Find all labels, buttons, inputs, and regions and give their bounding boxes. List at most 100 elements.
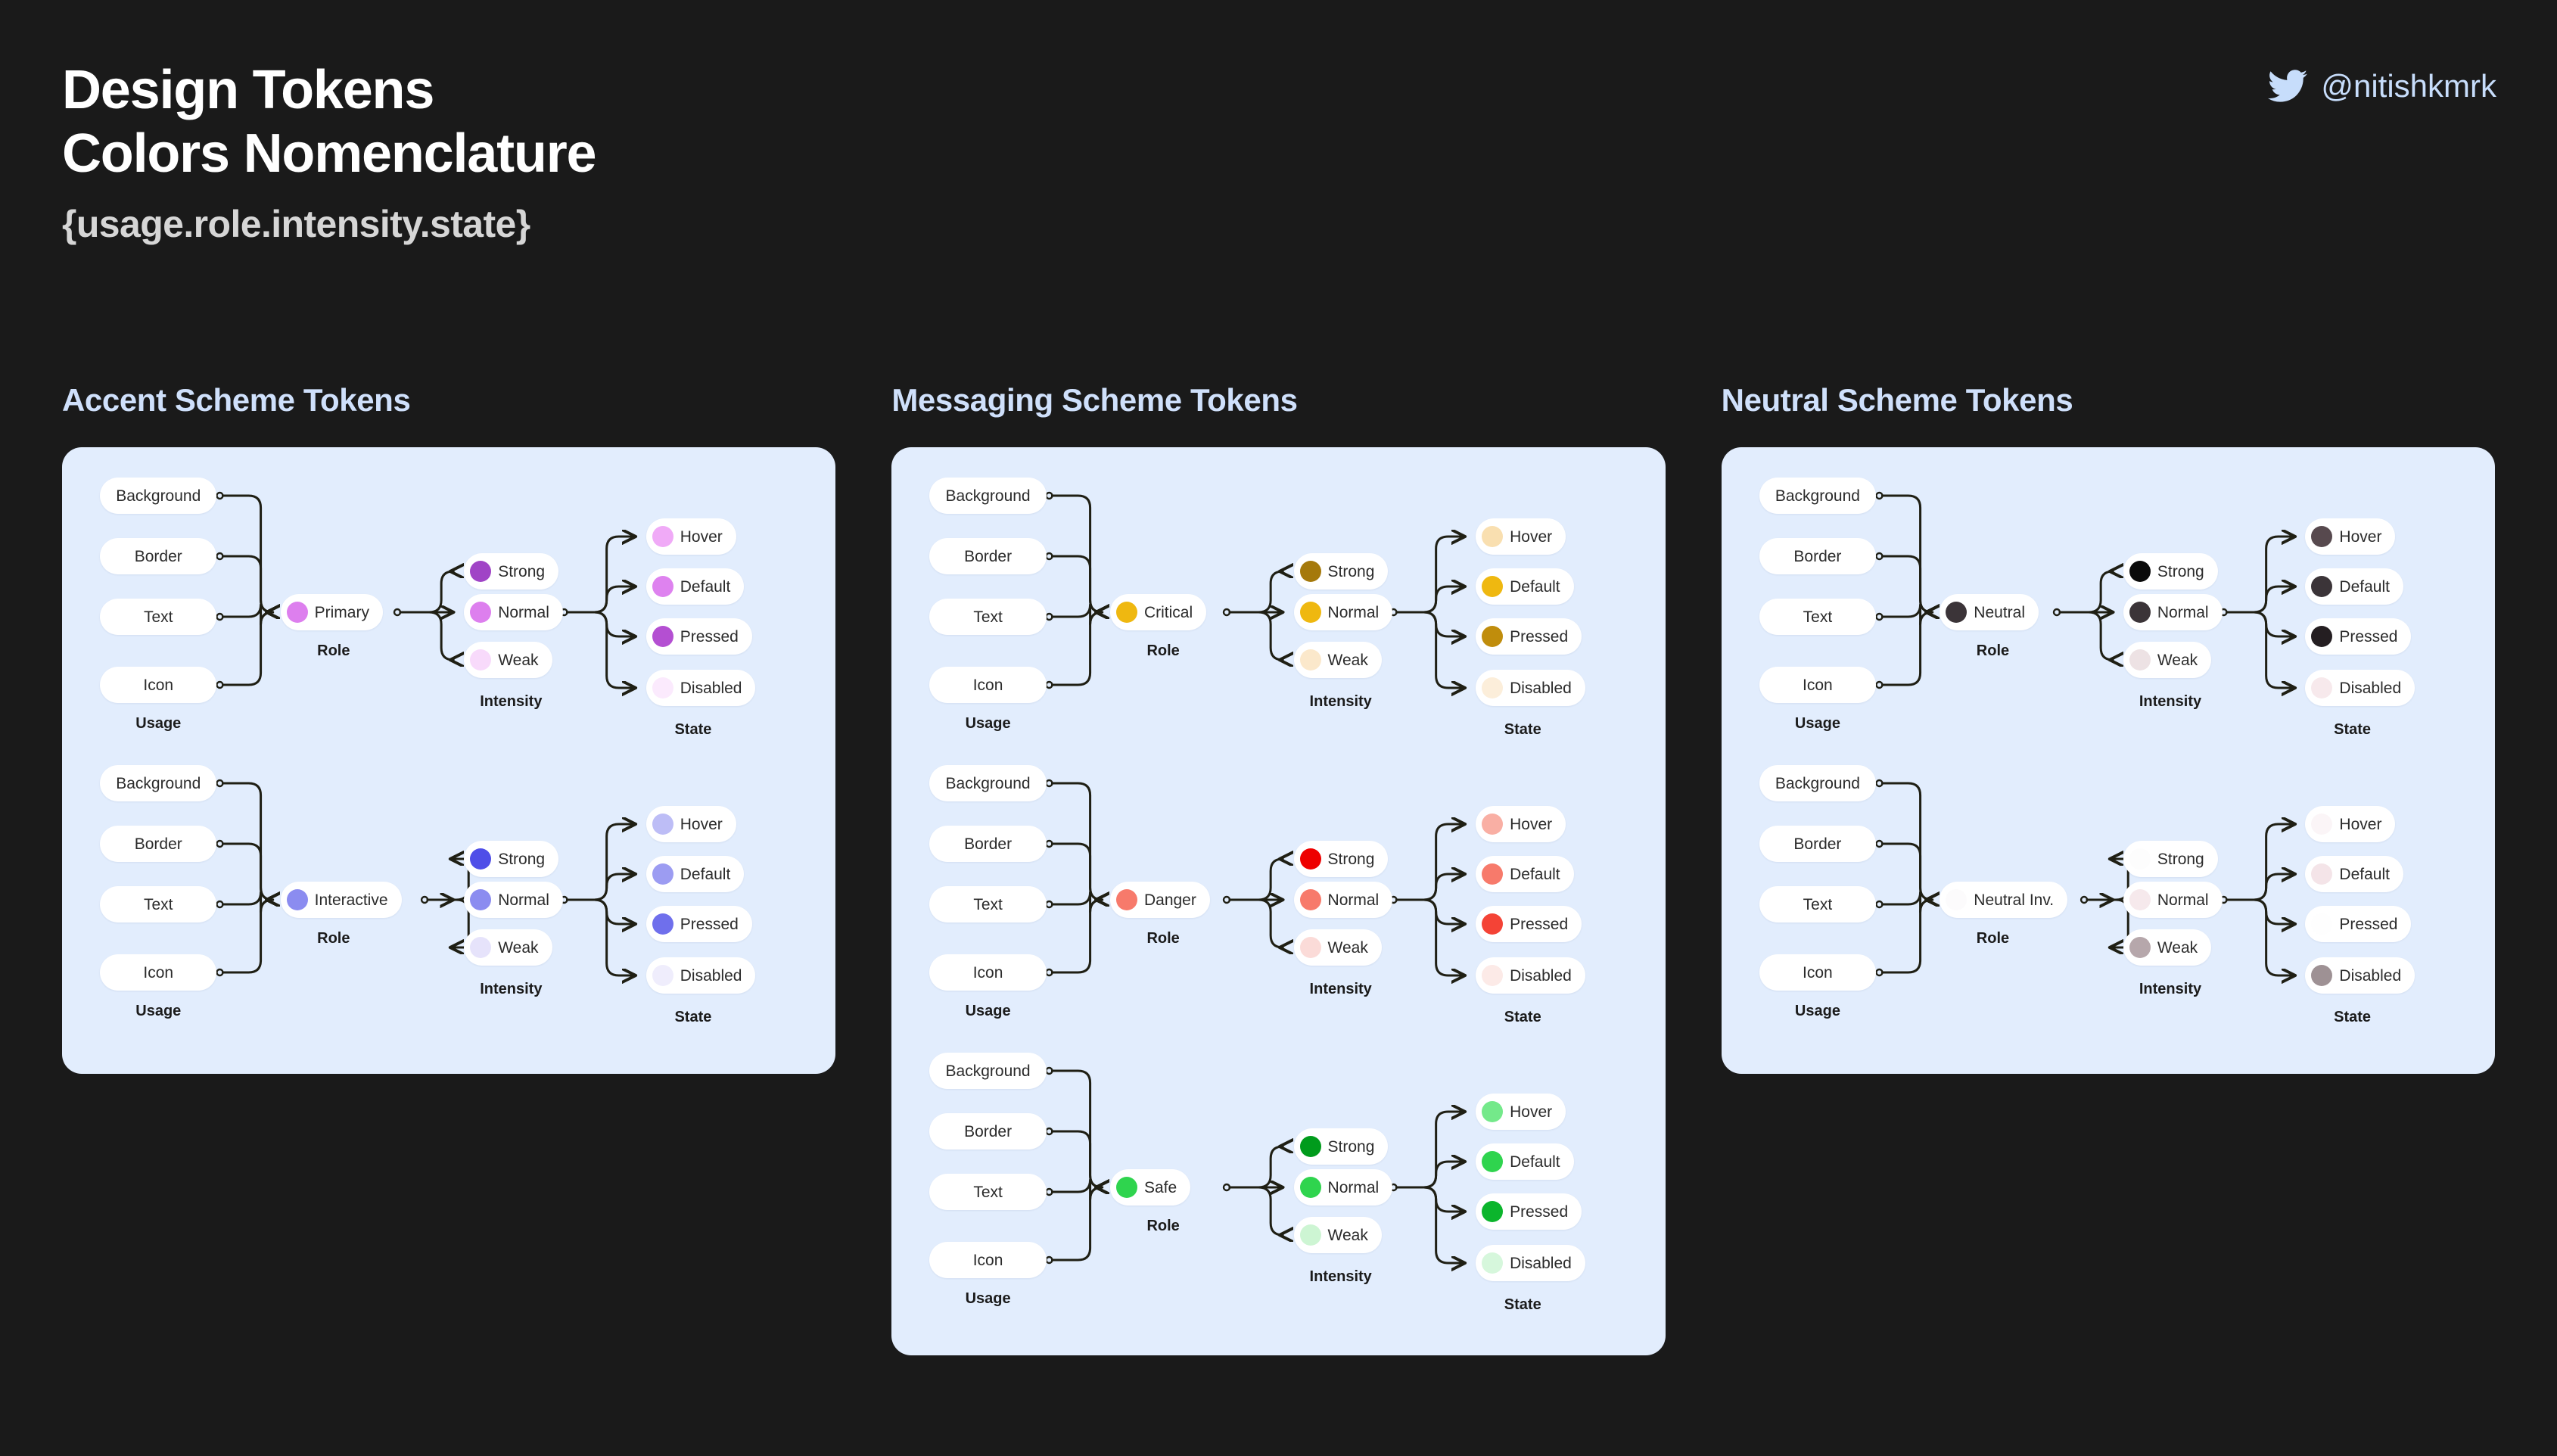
intensity-node-weak[interactable]: Weak bbox=[1293, 929, 1382, 966]
usage-node-text[interactable]: Text bbox=[100, 599, 217, 635]
state-node-pressed[interactable]: Pressed bbox=[645, 906, 752, 942]
usage-node-icon[interactable]: Icon bbox=[929, 667, 1047, 703]
role-node-neutral[interactable]: Neutral bbox=[1940, 594, 2039, 630]
state-node-default[interactable]: Default bbox=[1476, 856, 1574, 892]
usage-node-background[interactable]: Background bbox=[100, 765, 217, 801]
axis-label-usage: Usage bbox=[135, 715, 182, 732]
state-node-default[interactable]: Default bbox=[1476, 1143, 1574, 1180]
usage-node-background[interactable]: Background bbox=[1759, 765, 1877, 801]
state-node-disabled[interactable]: Disabled bbox=[645, 957, 756, 994]
usage-node-text[interactable]: Text bbox=[100, 886, 217, 922]
intensity-node-normal[interactable]: Normal bbox=[2123, 882, 2223, 918]
usage-node-background[interactable]: Background bbox=[929, 765, 1047, 801]
intensity-node-normal[interactable]: Normal bbox=[464, 882, 563, 918]
usage-node-icon[interactable]: Icon bbox=[100, 667, 217, 703]
color-swatch-dot bbox=[1482, 1252, 1504, 1274]
color-swatch-dot bbox=[2129, 561, 2151, 582]
usage-node-border[interactable]: Border bbox=[929, 1113, 1047, 1150]
state-node-hover[interactable]: Hover bbox=[1476, 1094, 1566, 1130]
usage-node-border[interactable]: Border bbox=[100, 538, 217, 574]
twitter-handle[interactable]: @nitishkmrk bbox=[2268, 68, 2496, 104]
state-node-disabled[interactable]: Disabled bbox=[645, 670, 756, 706]
role-node-critical[interactable]: Critical bbox=[1109, 594, 1207, 630]
intensity-node-strong[interactable]: Strong bbox=[1293, 553, 1389, 590]
node-label: Icon bbox=[972, 963, 1003, 982]
node-label: Pressed bbox=[2339, 627, 2398, 646]
color-swatch-dot bbox=[1482, 965, 1504, 986]
intensity-node-strong[interactable]: Strong bbox=[464, 553, 559, 590]
usage-node-border[interactable]: Border bbox=[1759, 826, 1877, 862]
intensity-node-weak[interactable]: Weak bbox=[1293, 1217, 1382, 1253]
intensity-node-strong[interactable]: Strong bbox=[464, 841, 559, 877]
color-swatch-dot bbox=[286, 602, 308, 623]
state-node-default[interactable]: Default bbox=[645, 856, 745, 892]
state-node-pressed[interactable]: Pressed bbox=[645, 618, 752, 655]
intensity-node-weak[interactable]: Weak bbox=[2123, 929, 2212, 966]
state-node-hover[interactable]: Hover bbox=[2305, 806, 2396, 842]
state-node-hover[interactable]: Hover bbox=[645, 806, 736, 842]
state-node-hover[interactable]: Hover bbox=[2305, 518, 2396, 555]
state-node-disabled[interactable]: Disabled bbox=[1476, 957, 1585, 994]
usage-node-text[interactable]: Text bbox=[1759, 599, 1877, 635]
state-node-hover[interactable]: Hover bbox=[1476, 518, 1566, 555]
intensity-node-weak[interactable]: Weak bbox=[464, 642, 552, 678]
intensity-node-normal[interactable]: Normal bbox=[1293, 594, 1393, 630]
usage-node-icon[interactable]: Icon bbox=[929, 954, 1047, 991]
intensity-node-normal[interactable]: Normal bbox=[1293, 1169, 1393, 1206]
usage-node-text[interactable]: Text bbox=[929, 599, 1047, 635]
usage-node-text[interactable]: Text bbox=[929, 886, 1047, 922]
intensity-node-weak[interactable]: Weak bbox=[464, 929, 552, 966]
intensity-node-weak[interactable]: Weak bbox=[1293, 642, 1382, 678]
state-node-pressed[interactable]: Pressed bbox=[2305, 618, 2412, 655]
color-swatch-dot bbox=[2129, 889, 2151, 910]
color-swatch-dot bbox=[2311, 814, 2333, 835]
axis-label-role: Role bbox=[317, 642, 350, 659]
role-node-primary[interactable]: Primary bbox=[280, 594, 383, 630]
state-node-default[interactable]: Default bbox=[645, 568, 745, 605]
state-node-default[interactable]: Default bbox=[1476, 568, 1574, 605]
usage-node-background[interactable]: Background bbox=[100, 478, 217, 514]
usage-node-background[interactable]: Background bbox=[1759, 478, 1877, 514]
state-node-hover[interactable]: Hover bbox=[1476, 806, 1566, 842]
intensity-node-strong[interactable]: Strong bbox=[2123, 553, 2218, 590]
state-node-pressed[interactable]: Pressed bbox=[1476, 618, 1582, 655]
node-label: Default bbox=[1510, 1153, 1560, 1171]
intensity-node-strong[interactable]: Strong bbox=[1293, 841, 1389, 877]
intensity-node-normal[interactable]: Normal bbox=[2123, 594, 2223, 630]
state-node-hover[interactable]: Hover bbox=[645, 518, 736, 555]
usage-node-icon[interactable]: Icon bbox=[1759, 954, 1877, 991]
usage-node-text[interactable]: Text bbox=[929, 1174, 1047, 1210]
color-swatch-dot bbox=[2129, 602, 2151, 623]
color-swatch-dot bbox=[652, 814, 673, 835]
role-node-interactive[interactable]: Interactive bbox=[280, 882, 402, 918]
role-node-danger[interactable]: Danger bbox=[1109, 882, 1210, 918]
usage-node-icon[interactable]: Icon bbox=[1759, 667, 1877, 703]
state-node-disabled[interactable]: Disabled bbox=[1476, 670, 1585, 706]
intensity-node-normal[interactable]: Normal bbox=[1293, 882, 1393, 918]
node-label: Strong bbox=[2157, 850, 2204, 868]
node-label: Background bbox=[945, 1062, 1031, 1080]
intensity-node-weak[interactable]: Weak bbox=[2123, 642, 2212, 678]
usage-node-background[interactable]: Background bbox=[929, 1053, 1047, 1089]
role-node-safe[interactable]: Safe bbox=[1109, 1169, 1191, 1206]
usage-node-icon[interactable]: Icon bbox=[100, 954, 217, 991]
usage-node-border[interactable]: Border bbox=[929, 538, 1047, 574]
intensity-node-normal[interactable]: Normal bbox=[464, 594, 563, 630]
state-node-default[interactable]: Default bbox=[2305, 568, 2403, 605]
state-node-default[interactable]: Default bbox=[2305, 856, 2403, 892]
role-node-neutral-inv[interactable]: Neutral Inv. bbox=[1940, 882, 2068, 918]
usage-node-border[interactable]: Border bbox=[1759, 538, 1877, 574]
state-node-pressed[interactable]: Pressed bbox=[1476, 906, 1582, 942]
usage-node-text[interactable]: Text bbox=[1759, 886, 1877, 922]
state-node-disabled[interactable]: Disabled bbox=[2305, 957, 2415, 994]
intensity-node-strong[interactable]: Strong bbox=[2123, 841, 2218, 877]
usage-node-icon[interactable]: Icon bbox=[929, 1242, 1047, 1278]
usage-node-background[interactable]: Background bbox=[929, 478, 1047, 514]
intensity-node-strong[interactable]: Strong bbox=[1293, 1128, 1389, 1165]
state-node-disabled[interactable]: Disabled bbox=[2305, 670, 2415, 706]
usage-node-border[interactable]: Border bbox=[100, 826, 217, 862]
state-node-pressed[interactable]: Pressed bbox=[2305, 906, 2412, 942]
state-node-disabled[interactable]: Disabled bbox=[1476, 1245, 1585, 1281]
usage-node-border[interactable]: Border bbox=[929, 826, 1047, 862]
state-node-pressed[interactable]: Pressed bbox=[1476, 1193, 1582, 1230]
